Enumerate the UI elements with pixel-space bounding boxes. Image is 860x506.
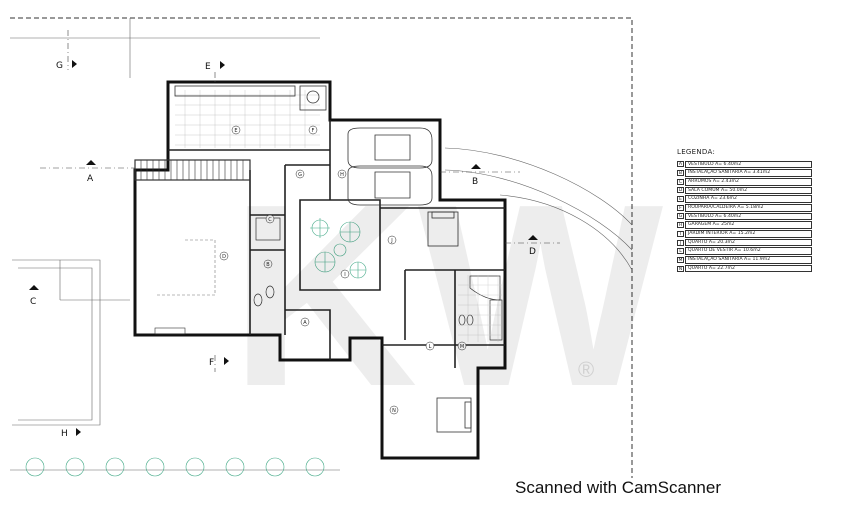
legend-text: COZINHA A= 23.6m2 xyxy=(685,195,812,203)
section-label-h: H xyxy=(61,429,68,439)
legend-text: INSTALAÇÃO SANITÁRIA A= 11.9m2 xyxy=(685,256,812,264)
watermark-text: KW xyxy=(230,151,666,441)
section-marker-h: H xyxy=(61,428,81,439)
site-lines xyxy=(10,18,633,471)
section-marker-e: E xyxy=(205,61,225,72)
kitchen-counter xyxy=(174,85,327,111)
legend-text: INSTALAÇÃO SANITÁRIA A= 3.41m2 xyxy=(685,169,812,177)
legend-text: SALA COMUM A= 50.0m2 xyxy=(685,186,812,195)
legend-key: G xyxy=(677,213,684,220)
legend-text: VESTÍBULO A= 6.40m2 xyxy=(685,160,812,169)
garage-cars xyxy=(347,127,433,206)
legend-key: A xyxy=(677,161,684,168)
room-tag-c: C xyxy=(268,217,272,223)
legend-key: M xyxy=(677,256,684,263)
room-tag-e: E xyxy=(234,128,237,134)
section-label-e: E xyxy=(205,62,211,72)
room-tag-d: D xyxy=(222,254,226,260)
legend-text: QUARTO DE VESTIR A= 10.6m2 xyxy=(685,247,812,256)
section-label-b: B xyxy=(472,177,478,187)
legend-text: ROUPARIA/CALDEIRA A= 5.18m2 xyxy=(685,203,812,212)
kw-watermark: KW ® xyxy=(230,151,666,441)
section-marker-g: G xyxy=(56,60,77,71)
room-tag-h: H xyxy=(340,172,344,178)
section-marker-b: B xyxy=(471,164,481,187)
interior-garden xyxy=(310,218,367,279)
room-tag-f: F xyxy=(312,128,315,134)
section-label-c: C xyxy=(30,297,36,307)
room-tag-g: G xyxy=(298,172,302,178)
scanner-footer: Scanned with CamScanner xyxy=(515,478,722,497)
legend-text: QUARTO A= 22.7m2 xyxy=(685,264,812,273)
room-tag-a: A xyxy=(303,320,307,326)
legend-key: B xyxy=(677,170,684,177)
living-furniture xyxy=(155,239,216,296)
bottom-strip xyxy=(0,478,505,506)
section-label-d: D xyxy=(529,247,536,257)
room-tags: A B C D E F G H I J L M N xyxy=(219,125,467,415)
site-boundary xyxy=(10,17,633,478)
room-tag-l: L xyxy=(429,344,432,350)
exterior-walls xyxy=(133,80,507,460)
legend-key: L xyxy=(677,248,684,255)
legend-text: QUARTO A= 20.3m2 xyxy=(685,238,812,247)
legend-text: JARDIM INTERIOR A= 15.2m2 xyxy=(685,230,812,238)
section-lines xyxy=(40,30,560,372)
beds xyxy=(427,211,472,433)
section-label-a: A xyxy=(87,174,94,184)
legend-text: VESTÍBULO A= 6.40m2 xyxy=(685,212,812,221)
section-marker-d: D xyxy=(528,235,538,257)
room-tag-j: J xyxy=(390,238,392,244)
legend-key: C xyxy=(677,178,684,185)
bathroom-tiles xyxy=(458,275,502,342)
interior-walls xyxy=(168,120,505,368)
stairs xyxy=(134,159,251,335)
legend-key: N xyxy=(677,265,684,272)
section-label-g: G xyxy=(56,61,63,71)
legend-key: I xyxy=(677,230,684,237)
room-tag-n: N xyxy=(392,408,396,414)
legend-text: GARAGEM A= 25m2 xyxy=(685,221,812,229)
legend-key: D xyxy=(677,187,684,194)
legend-text: ARRUMOS A= 2.43m2 xyxy=(685,177,812,186)
legend-key: J xyxy=(677,239,684,246)
legend-key: H xyxy=(677,222,684,229)
kitchen-tiles xyxy=(175,90,320,148)
section-marker-a: A xyxy=(86,160,96,184)
room-tag-i: I xyxy=(344,272,345,278)
section-marker-f: F xyxy=(209,357,229,368)
section-label-f: F xyxy=(209,358,214,368)
garden-row xyxy=(25,457,325,477)
legend-key: E xyxy=(677,196,684,203)
room-tag-m: M xyxy=(460,344,464,350)
legend-title: LEGENDA: xyxy=(677,148,716,156)
section-marker-c: C xyxy=(29,285,39,307)
watermark-symbol: ® xyxy=(578,357,594,382)
legend-key: F xyxy=(677,204,684,211)
room-tag-b: B xyxy=(266,262,270,268)
